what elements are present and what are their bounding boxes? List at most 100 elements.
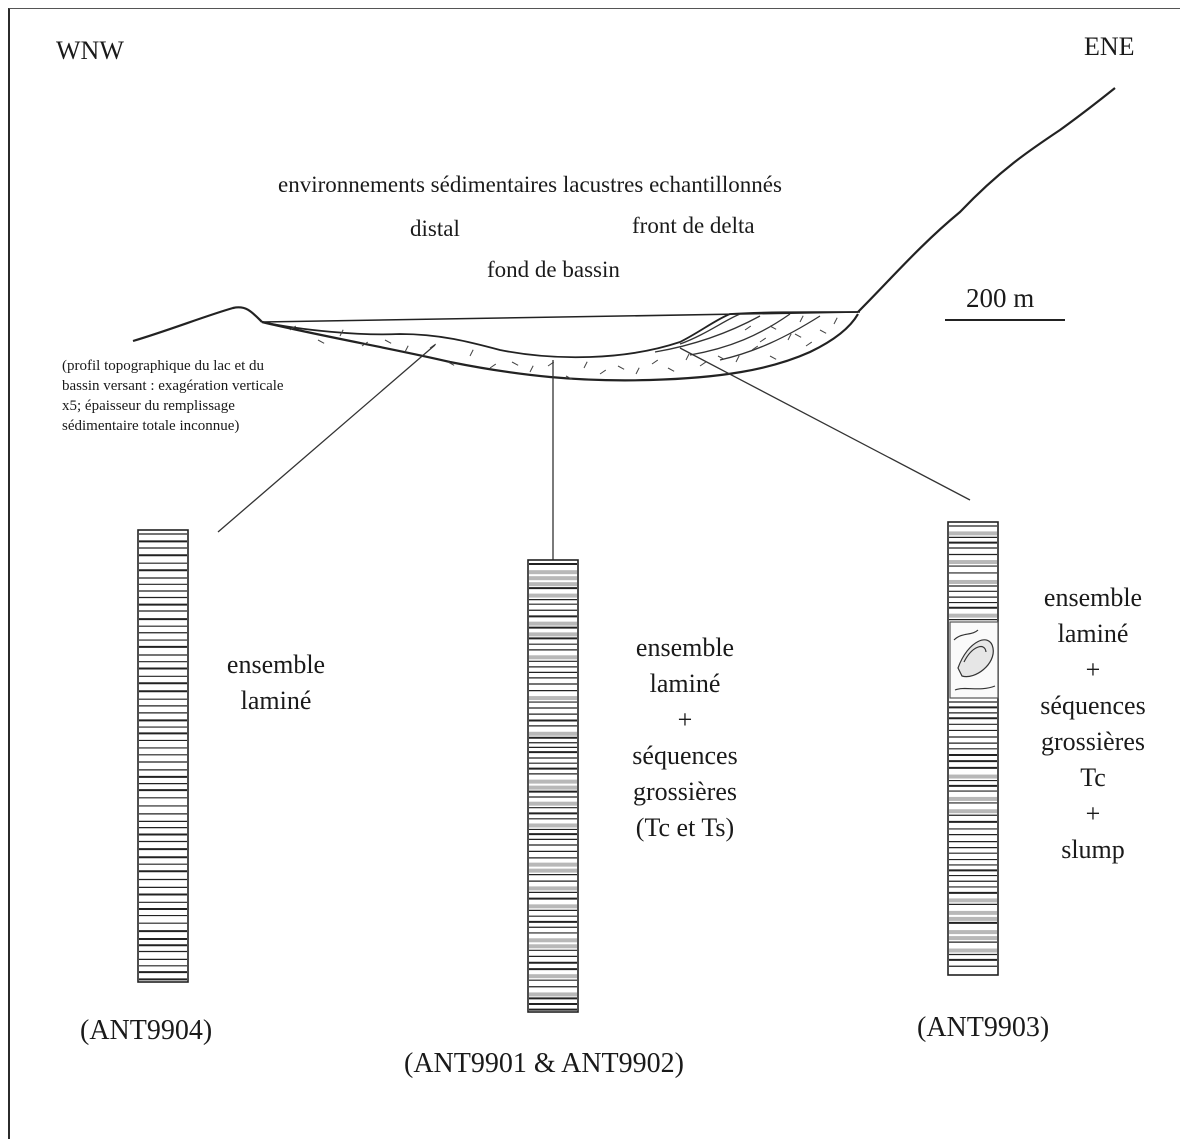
coarse-layer [949,613,997,618]
core-description-line: Tc [1080,763,1106,792]
core-description-line: laminé [1057,619,1129,648]
coarse-layer [529,621,577,626]
coarse-layer [529,632,577,637]
coarse-layer [529,823,577,828]
coarse-layer [529,886,577,891]
coarse-layer [949,930,997,935]
core-description-ant9901: ensemble laminé + séquences grossières (… [600,630,770,846]
core-description-line: séquences [1040,691,1146,720]
coarse-layer [529,801,577,806]
coarse-layer [949,948,997,953]
coarse-layer [529,731,577,736]
hatch-mark [794,333,802,338]
hatch-mark [805,341,813,347]
figure-frame [8,8,1180,1139]
core-description-line: slump [1061,835,1125,864]
coarse-layer [949,936,997,941]
hatch-mark [759,337,767,343]
coarse-layer [529,974,577,979]
environment-label-distal: distal [410,216,460,241]
core-column-ant9904 [137,529,189,983]
coarse-layer [949,531,997,536]
core-description-ant9903: ensemble laminé + séquences grossières T… [1018,580,1168,868]
environment-label-delta-front: front de delta [632,213,755,238]
sediment-base [261,313,859,382]
coarse-layer [949,898,997,903]
core-column-ant9903 [947,521,999,976]
hatch-mark [833,317,838,325]
hatch-mark [384,339,392,344]
hatch-mark [599,369,607,375]
core-description-line: séquences [632,741,738,770]
hatch-mark [799,315,804,323]
core-description-line: ensemble [1043,583,1143,612]
tie-line-ant9904 [217,344,436,533]
hatch-mark [744,325,752,331]
core-description-line: laminé [649,669,721,698]
hatch-mark [565,375,573,380]
core-description-line: (Tc et Ts) [635,813,735,842]
core-description-line: laminé [240,686,312,715]
core-description-line: + [677,705,693,734]
sediment-hatching [289,315,838,380]
coarse-layer [529,868,577,873]
core-description-line: ensemble [226,650,326,679]
hatch-mark [583,361,588,369]
coarse-layer [529,944,577,949]
core-caption-ant9904: (ANT9904) [80,1015,213,1046]
hatch-mark [787,333,792,341]
hatch-mark [635,367,640,375]
scale-bar-label: 200 m [966,283,1035,313]
environments-title: environnements sédimentaires lacustres e… [278,172,782,197]
hatch-mark [717,355,725,360]
core-description-line: + [1085,655,1101,684]
hatch-mark [404,345,409,353]
coarse-layer [529,696,577,701]
hatch-mark [651,359,659,365]
coarse-layer [529,992,577,997]
delta-foresets [654,313,821,361]
hatch-mark [469,349,474,357]
hatch-mark [819,329,827,334]
profile-note: (profil topographique du lac et du bassi… [62,358,284,434]
hatch-mark [529,365,534,373]
hatch-mark [699,361,707,367]
core-description-line: ensemble [635,633,735,662]
core-description-line: grossières [1041,727,1145,756]
coarse-layer [949,774,997,779]
coarse-layer [529,582,577,587]
hatch-mark [751,345,759,351]
hatch-mark [685,353,690,361]
hatch-mark [289,325,297,331]
core-caption-ant9901: (ANT9901 & ANT9902) [404,1048,684,1079]
coarse-layer [529,938,577,943]
hatch-mark [511,361,519,366]
coarse-layer [529,779,577,784]
coarse-layer [949,579,997,584]
coarse-layer [529,785,577,790]
orientation-east-label: ENE [1084,32,1135,61]
coarse-layer [949,809,997,814]
lake-bottom [261,311,859,359]
hatch-mark [317,339,325,344]
coarse-layer [529,570,577,575]
hatch-mark [667,367,675,372]
coarse-layer [949,910,997,915]
core-caption-ant9903: (ANT9903) [917,1012,1050,1043]
hatch-mark [339,329,344,337]
coarse-layer [949,916,997,921]
coarse-layer [529,904,577,909]
slump-structure [949,621,999,699]
west-hillslope [132,306,263,343]
core-column-ant9901 [527,559,579,1013]
hatch-mark [735,355,740,363]
core-description-ant9904: ensemble laminé [206,647,346,719]
coarse-layer [529,862,577,867]
hatch-mark [769,355,777,360]
orientation-west-label: WNW [56,36,124,65]
hatch-mark [489,363,497,369]
coarse-layer [529,576,577,581]
environment-label-basin-floor: fond de bassin [487,257,620,282]
